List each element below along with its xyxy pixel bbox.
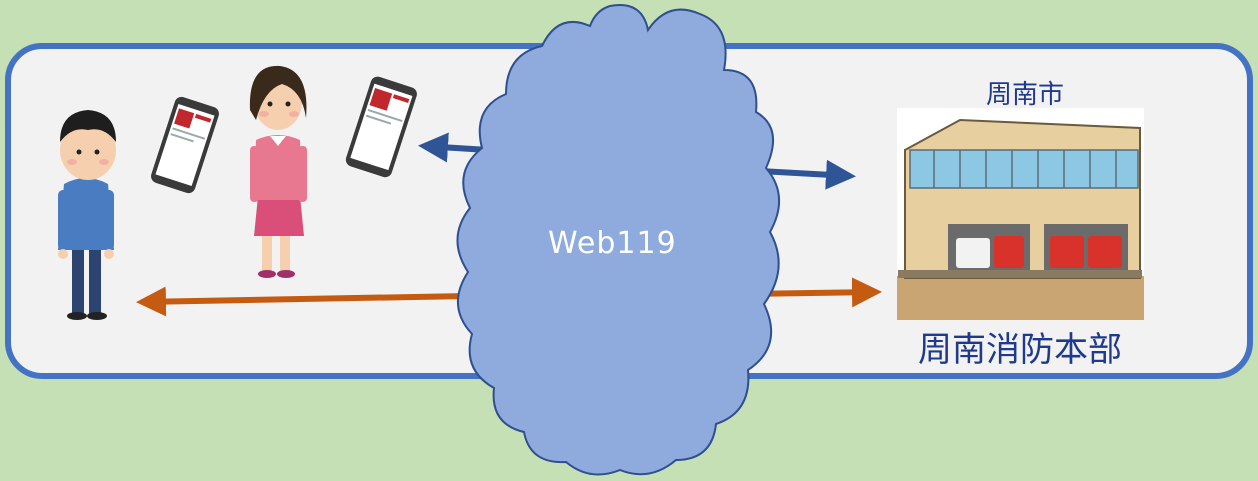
fire-hq-label: 周南消防本部 (918, 330, 1122, 370)
cloud-icon (456, 4, 781, 476)
city-label: 周南市 (986, 80, 1065, 110)
smartphone-icon (345, 76, 417, 178)
fire-station-icon (897, 108, 1144, 320)
arrow-to-man (136, 286, 521, 317)
woman-icon (249, 65, 307, 278)
service-label: Web119 (548, 226, 677, 261)
man-icon (58, 110, 116, 320)
smartphone-icon (151, 96, 219, 194)
